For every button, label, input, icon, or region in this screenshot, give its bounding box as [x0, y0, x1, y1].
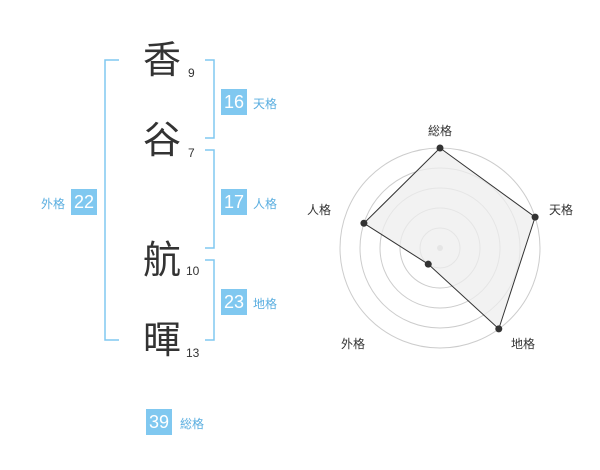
- radar-axis-label-tenkaku: 天格: [549, 203, 574, 217]
- radar-point-3: [424, 260, 432, 268]
- tenkaku-bracket: [205, 59, 215, 139]
- radar-axis-label-soukaku: 総格: [428, 124, 453, 138]
- name-char-1: 香: [142, 38, 181, 82]
- stroke-count-2: 7: [188, 146, 195, 160]
- soukaku-badge: 39: [146, 409, 173, 435]
- radar-data-polygon: [363, 147, 536, 330]
- stroke-count-3: 10: [186, 264, 200, 278]
- radar-axis-label-jinkaku: 人格: [307, 203, 332, 217]
- jinkaku-bracket: [205, 149, 215, 249]
- radar-axis-label-chikaku: 地格: [511, 337, 536, 351]
- chikaku-label: 地格: [253, 297, 278, 311]
- soukaku-label: 総格: [180, 417, 205, 431]
- radar-point-1: [531, 213, 539, 221]
- gaikaku-label: 外格: [41, 197, 66, 211]
- chikaku-badge: 23: [221, 289, 248, 315]
- stroke-count-1: 9: [188, 66, 195, 80]
- name-char-4: 暉: [142, 318, 181, 362]
- radar-point-2: [495, 325, 503, 333]
- name-char-3: 航: [142, 238, 181, 282]
- jinkaku-label: 人格: [253, 197, 278, 211]
- radar-point-0: [436, 144, 444, 152]
- tenkaku-badge: 16: [221, 89, 248, 115]
- radar-point-4: [360, 219, 368, 227]
- gaikaku-bracket: [104, 59, 119, 341]
- gaikaku-badge: 22: [71, 189, 98, 215]
- name-char-2: 谷: [142, 118, 181, 162]
- jinkaku-badge: 17: [221, 189, 248, 215]
- tenkaku-label: 天格: [253, 97, 278, 111]
- radar-axis-label-gaikaku: 外格: [341, 337, 366, 351]
- chikaku-bracket: [205, 259, 215, 341]
- stroke-count-4: 13: [186, 346, 200, 360]
